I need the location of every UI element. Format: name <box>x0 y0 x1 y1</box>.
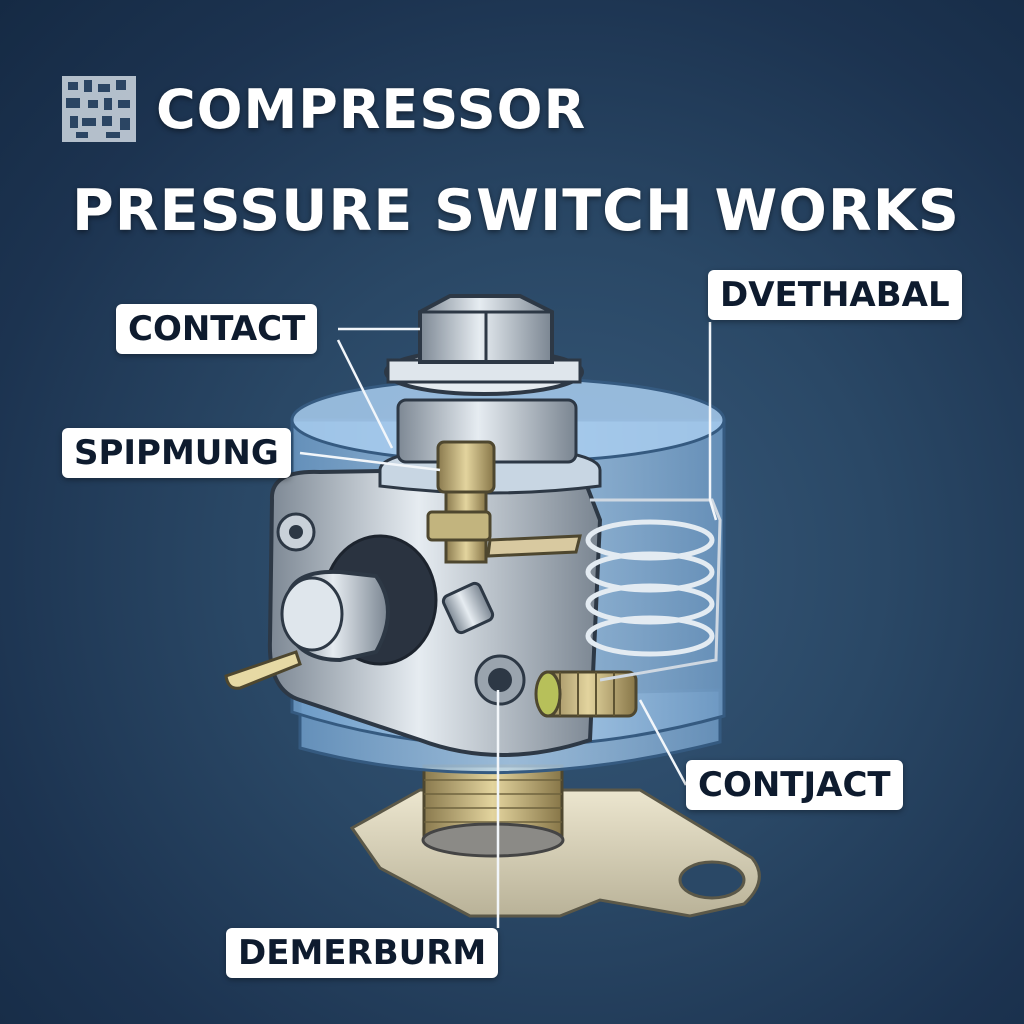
halftone-logo-icon <box>62 76 136 142</box>
title-line-1: COMPRESSOR <box>156 78 587 141</box>
adjustment-nut <box>384 294 584 396</box>
threaded-stem <box>421 764 565 858</box>
contact-post <box>426 440 582 564</box>
label-contact-right: CONTJACT <box>686 760 903 810</box>
brass-fitting <box>534 670 638 718</box>
diagram-title: COMPRESSOR PRESSURE SWITCH WORKS <box>0 0 1024 260</box>
leader-lines <box>299 322 718 928</box>
title-line-2: PRESSURE SWITCH WORKS <box>72 178 960 244</box>
inlet-port <box>280 534 438 666</box>
label-spring: SPIPMUNG <box>62 428 291 478</box>
label-top-right: DVETHABAL <box>708 270 962 320</box>
label-contact: CONTACT <box>116 304 318 354</box>
range-spring <box>585 498 722 682</box>
lever-arm <box>224 650 302 690</box>
body-bolts <box>441 581 526 706</box>
label-bottom: DEMERBURM <box>226 928 499 978</box>
